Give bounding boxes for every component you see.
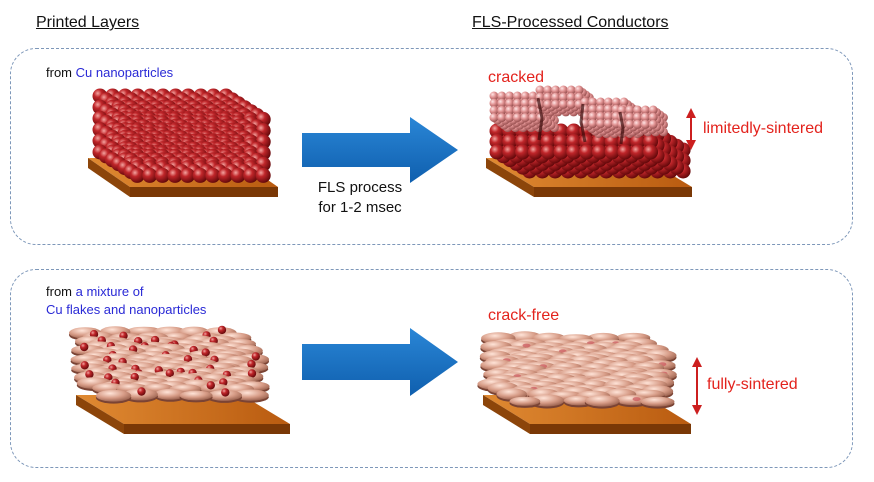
process-line2: for 1-2 msec (318, 199, 402, 216)
source-highlight-line2: Cu flakes and nanoparticles (46, 302, 207, 317)
nanoparticle-panel (10, 48, 853, 245)
printed-layers-heading: Printed Layers (36, 14, 140, 31)
flake-nanoparticle-mixture (69, 325, 270, 404)
substrate-bl (76, 395, 290, 434)
source-highlight-line1: a mixture of (75, 284, 144, 299)
mixture-panel (10, 269, 853, 468)
nanoparticle-stack (92, 88, 271, 183)
process-arrow-bottom (302, 328, 458, 396)
source-highlight: Cu nanoparticles (75, 65, 174, 80)
process-line1: FLS process (317, 179, 403, 196)
source-prefix: from (46, 65, 76, 80)
process-arrow-top (302, 117, 458, 183)
source-label-row2: from a mixture of Cu flakes and nanoparti… (46, 283, 206, 319)
fls-processed-conductors-heading: FLS-Processed Conductors (472, 14, 669, 31)
sintered-blocks-cracked (489, 85, 668, 145)
crack-free-label: crack-free (488, 307, 560, 324)
source-label-row1: from Cu nanoparticles (46, 64, 173, 82)
fully-sintered-label: fully-sintered (707, 376, 798, 393)
fully-sintered-flakes (477, 331, 677, 409)
process-caption: FLS process for 1-2 msec (300, 178, 420, 218)
limitedly-sintered-label: limitedly-sintered (703, 120, 824, 137)
source-prefix: from (46, 284, 76, 299)
cracked-label: cracked (488, 69, 545, 86)
